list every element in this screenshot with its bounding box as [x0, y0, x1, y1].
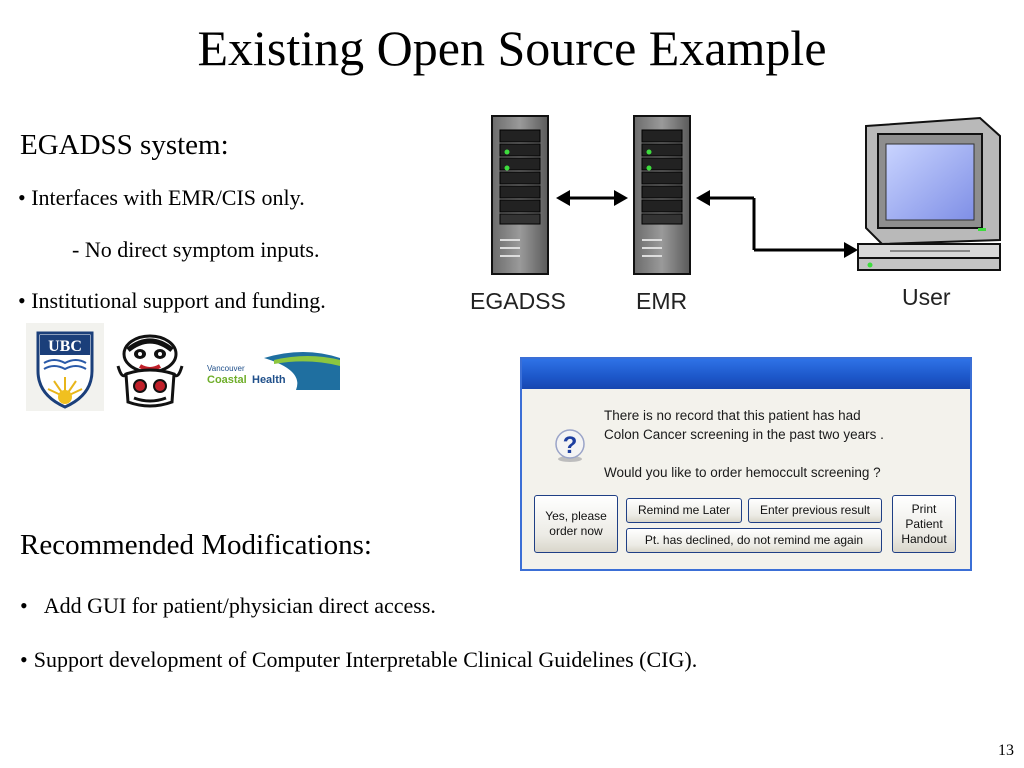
bullet-dot: •	[20, 647, 28, 672]
dialog-question: Would you like to order hemoccult screen…	[604, 465, 881, 480]
user-computer-icon	[857, 116, 1001, 271]
slide-title: Existing Open Source Example	[197, 20, 827, 76]
diagram-label-emr: EMR	[636, 288, 688, 314]
yes-order-now-button[interactable]: Yes, please order now	[534, 495, 618, 553]
architecture-diagram	[491, 115, 1001, 275]
svg-text:?: ?	[563, 432, 578, 459]
vch-line1: Vancouver	[207, 364, 245, 373]
egadss-bullet-2: - No direct symptom inputs.	[72, 237, 320, 262]
print-handout-button[interactable]: Print Patient Handout	[892, 495, 956, 553]
diagram-label-user: User	[902, 284, 951, 310]
dialog-message-line1: There is no record that this patient has…	[604, 408, 861, 423]
vch-line2b: Health	[252, 374, 286, 386]
ubc-logo: UBC	[26, 323, 104, 411]
egadss-server-icon	[491, 115, 549, 275]
emr-server-icon	[633, 115, 691, 275]
reminder-dialog: ? There is no record that this patient h…	[520, 357, 972, 571]
dialog-titlebar	[522, 359, 970, 389]
recommended-bullet-1: • Add GUI for patient/physician direct ac…	[20, 593, 436, 619]
recommended-bullet-1-text: Add GUI for patient/physician direct acc…	[43, 593, 436, 618]
recommended-bullet-2: •Support development of Computer Interpr…	[20, 647, 697, 673]
page-number: 13	[998, 742, 1014, 759]
vancouver-coastal-health-logo: Vancouver Coastal Health	[204, 350, 342, 390]
patient-declined-button[interactable]: Pt. has declined, do not remind me again	[626, 528, 882, 553]
double-arrow-icon	[556, 190, 628, 206]
egadss-bullet-3: • Institutional support and funding.	[18, 288, 326, 313]
connector-arrow-icon	[696, 190, 858, 258]
egadss-bullet-1: • Interfaces with EMR/CIS only.	[18, 185, 305, 210]
recommended-heading: Recommended Modifications:	[20, 529, 372, 561]
egadss-heading: EGADSS system:	[20, 129, 229, 161]
ubc-logo-text: UBC	[48, 338, 82, 355]
first-nations-logo	[110, 330, 190, 410]
enter-previous-result-button[interactable]: Enter previous result	[748, 498, 882, 523]
diagram-label-egadss: EGADSS	[470, 288, 566, 314]
vch-line2a: Coastal	[207, 374, 247, 386]
dialog-message-line2: Colon Cancer screening in the past two y…	[604, 427, 884, 442]
bullet-dot: •	[20, 593, 28, 618]
dialog-body: ? There is no record that this patient h…	[522, 389, 970, 569]
remind-later-button[interactable]: Remind me Later	[626, 498, 742, 523]
recommended-bullet-2-text: Support development of Computer Interpre…	[33, 647, 698, 672]
question-icon: ?	[552, 427, 588, 463]
